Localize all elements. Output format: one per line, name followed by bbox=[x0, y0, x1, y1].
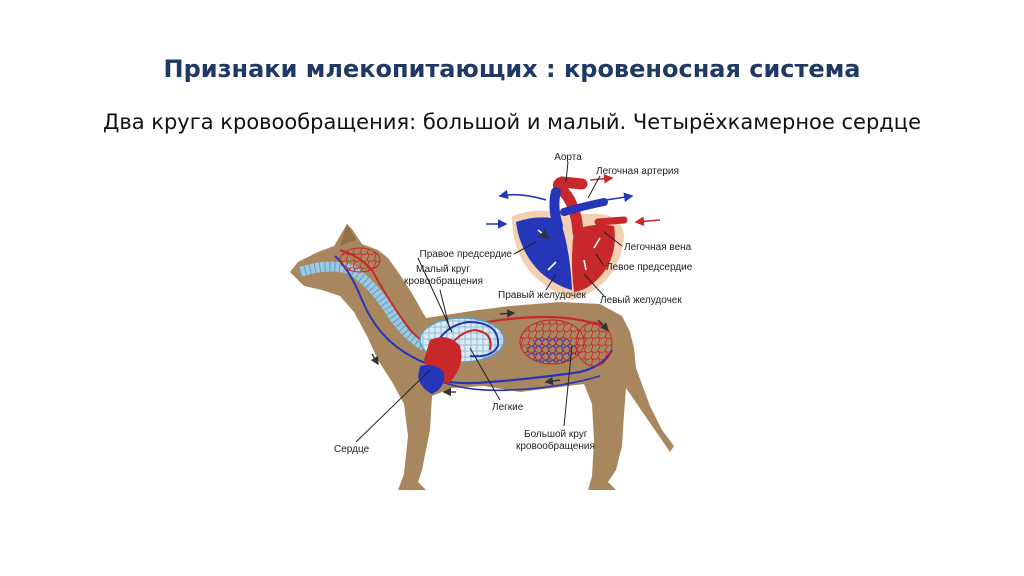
label-left-ventricle: Левый желудочек bbox=[600, 295, 682, 306]
flow-arrow-belly bbox=[544, 376, 561, 386]
pulmonary-artery-vessel bbox=[549, 187, 563, 231]
head-capillaries-red bbox=[339, 247, 381, 273]
label-aorta: Аорта bbox=[554, 152, 582, 163]
leader-left-atrium bbox=[595, 253, 605, 267]
leader-aorta bbox=[565, 161, 569, 183]
arrow-blue-left-top bbox=[498, 189, 547, 201]
slide-subtitle: Два круга кровообращения: большой и малы… bbox=[102, 110, 922, 134]
leader-big-circle bbox=[563, 345, 573, 427]
label-right-ventricle: Правый желудочек bbox=[498, 290, 587, 301]
neck-vessel-lightblue bbox=[298, 261, 427, 351]
leader-pulmonary-vein bbox=[603, 231, 623, 247]
heart-inner-arrow-4 bbox=[583, 259, 587, 271]
leader-right-atrium bbox=[513, 241, 537, 255]
heart-inner-arrow-2 bbox=[547, 261, 557, 271]
hind-capillaries bbox=[575, 321, 613, 367]
pulmonary-artery-branch bbox=[560, 198, 608, 216]
systemic-vein-lower bbox=[441, 375, 601, 392]
leader-right-ventricle bbox=[545, 273, 557, 291]
leader-left-ventricle bbox=[583, 273, 605, 297]
pulmonary-loop bbox=[431, 320, 500, 358]
arrow-red-right bbox=[634, 216, 661, 227]
label-small-circle-1: Малый круг bbox=[416, 264, 470, 275]
label-pulmonary-artery: Легочная артерия bbox=[596, 166, 679, 177]
heart-inner-arrow-3 bbox=[593, 237, 601, 249]
label-left-atrium: Левое предсердие bbox=[606, 262, 693, 273]
label-lungs: Легкие bbox=[492, 402, 524, 413]
label-big-circle-1: Большой круг bbox=[524, 429, 588, 440]
label-right-atrium: Правое предсердие bbox=[420, 249, 513, 260]
abdomen-capillaries-blue bbox=[526, 336, 578, 364]
flow-arrow-back bbox=[499, 309, 516, 318]
label-small-circle-2: кровообращения bbox=[404, 275, 483, 287]
pulmonary-vein-vessel bbox=[594, 216, 628, 226]
label-pulmonary-vein: Легочная вена bbox=[624, 242, 692, 253]
heart-right-blue bbox=[516, 217, 572, 290]
flow-arrow-hind bbox=[597, 319, 609, 331]
leader-lines bbox=[355, 161, 623, 443]
dog-ear bbox=[340, 224, 356, 246]
heart-in-dog-blue bbox=[418, 364, 445, 394]
leader-pulmonary-artery bbox=[587, 175, 601, 199]
label-heart: Сердце bbox=[334, 444, 370, 455]
arrow-blue-right-top bbox=[605, 192, 634, 202]
neck-vein bbox=[334, 255, 435, 367]
heart-left-red bbox=[572, 224, 615, 292]
flow-arrow-neck bbox=[370, 353, 379, 366]
slide-title: Признаки млекопитающих : кровеносная сис… bbox=[163, 55, 861, 83]
leader-lungs bbox=[469, 347, 501, 401]
heart-inner-arrow-1 bbox=[537, 229, 550, 239]
leader-right-atrium-dog bbox=[417, 257, 453, 333]
arrow-red-top bbox=[589, 173, 614, 184]
label-big-circle-2: кровообращения bbox=[516, 440, 595, 452]
aorta-vessel bbox=[552, 176, 588, 238]
leader-heart bbox=[355, 369, 431, 443]
enlarged-heart bbox=[512, 176, 628, 300]
